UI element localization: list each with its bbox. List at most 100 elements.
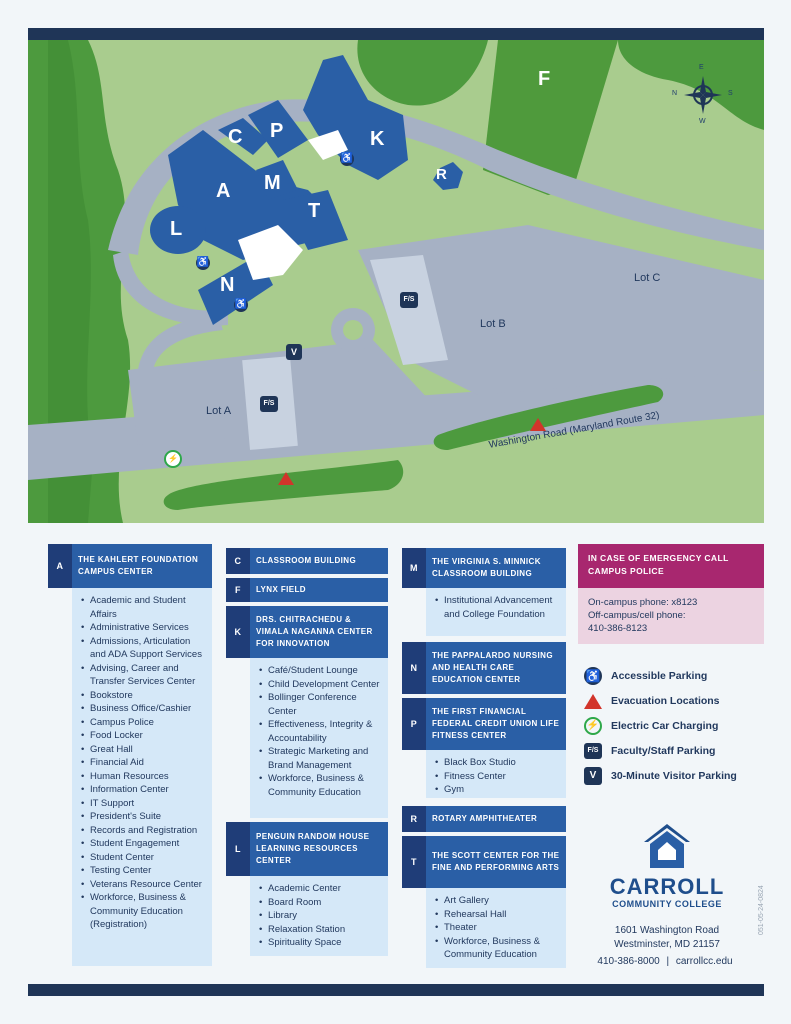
building-name: THE PAPPALARDO NURSING AND HEALTH CARE E…: [432, 651, 553, 684]
faculty-staff-parking-icon: F/S: [583, 741, 603, 761]
building-l-header[interactable]: L PENGUIN RANDOM HOUSE LEARNING RESOURCE…: [226, 822, 388, 876]
building-r-header[interactable]: R ROTARY AMPHITHEATER: [402, 806, 566, 832]
building-code: F: [226, 578, 250, 602]
building-label-r[interactable]: R: [436, 166, 447, 183]
evacuation-triangle-icon: [583, 691, 603, 711]
legend-visitor-parking: V 30-Minute Visitor Parking: [583, 766, 737, 786]
building-a-list: Academic and Student AffairsAdministrati…: [72, 588, 212, 966]
building-p-header[interactable]: P THE FIRST FINANCIAL FEDERAL CREDIT UNI…: [402, 698, 566, 750]
building-label-a[interactable]: A: [216, 180, 231, 202]
building-t-header[interactable]: T THE SCOTT CENTER FOR THE FINE AND PERF…: [402, 836, 566, 888]
visitor-parking-icon: V: [583, 766, 603, 786]
list-item: Great Hall: [81, 743, 208, 757]
logo-name: CARROLL: [609, 874, 725, 899]
logo-house-icon: [644, 824, 690, 868]
list-item: Child Development Center: [259, 678, 384, 692]
carroll-logo: CARROLL COMMUNITY COLLEGE: [592, 822, 742, 909]
emergency-title: IN CASE OF EMERGENCY CALL CAMPUS POLICE: [578, 544, 764, 588]
list-item: IT Support: [81, 797, 208, 811]
legend-accessible: ♿ Accessible Parking: [583, 666, 707, 686]
building-code: A: [48, 544, 72, 588]
list-item: Veterans Resource Center: [81, 878, 208, 892]
list-item: Theater: [435, 921, 562, 935]
visitor-parking-icon: V: [286, 344, 302, 360]
building-m-header[interactable]: M THE VIRGINIA S. MINNICK CLASSROOM BUIL…: [402, 548, 566, 588]
list-item: Administrative Services: [81, 621, 208, 635]
building-code: L: [226, 822, 250, 876]
building-code: K: [226, 606, 250, 658]
list-item: Student Center: [81, 851, 208, 865]
building-label-f[interactable]: F: [538, 68, 551, 90]
legend-label: Evacuation Locations: [611, 695, 720, 707]
building-n-header[interactable]: N THE PAPPALARDO NURSING AND HEALTH CARE…: [402, 642, 566, 694]
building-c-header[interactable]: C CLASSROOM BUILDING: [226, 548, 388, 574]
building-k-header[interactable]: K DRS. CHITRACHEDU & VIMALA NAGANNA CENT…: [226, 606, 388, 658]
building-name: LYNX FIELD: [256, 585, 306, 594]
building-name: THE VIRGINIA S. MINNICK CLASSROOM BUILDI…: [432, 557, 541, 578]
building-m-list: Institutional Advancement and College Fo…: [426, 588, 566, 636]
list-item: Workforce, Business & Community Educatio…: [435, 935, 562, 962]
website-link[interactable]: carrollcc.edu: [675, 956, 733, 967]
list-item: President's Suite: [81, 810, 208, 824]
list-item: Financial Aid: [81, 756, 208, 770]
list-item: Workforce, Business & Community Educatio…: [81, 891, 208, 932]
legend-label: Electric Car Charging: [611, 720, 719, 732]
accessible-parking-icon: ♿: [196, 256, 210, 270]
evacuation-triangle-icon: [530, 418, 546, 431]
building-label-c[interactable]: C: [228, 126, 243, 148]
contact-line: 410-386-8000 | carrollcc.edu: [580, 956, 750, 967]
compass-n: N: [672, 90, 678, 97]
compass-rose-icon: [684, 76, 722, 114]
emergency-info: On-campus phone: x8123 Off-campus/cell p…: [578, 588, 764, 644]
list-item: Bollinger Conference Center: [259, 691, 384, 718]
electric-car-charging-icon: ⚡: [583, 716, 603, 736]
building-label-k[interactable]: K: [370, 128, 385, 150]
building-name: THE FIRST FINANCIAL FEDERAL CREDIT UNION…: [432, 707, 560, 740]
address: 1601 Washington Road Westminster, MD 211…: [592, 924, 742, 952]
building-t-list: Art GalleryRehearsal HallTheaterWorkforc…: [426, 888, 566, 968]
list-item: Rehearsal Hall: [435, 908, 562, 922]
bottom-bar: [28, 984, 764, 996]
separator: |: [666, 956, 670, 967]
accessible-parking-icon: ♿: [584, 667, 602, 685]
building-name: THE SCOTT CENTER FOR THE FINE AND PERFOR…: [432, 851, 560, 872]
building-code: C: [226, 548, 250, 574]
list-item: Gym: [435, 783, 562, 797]
building-label-m[interactable]: M: [264, 172, 281, 194]
list-item: Board Room: [259, 896, 384, 910]
campus-map: F K P C M A T L N R Lot A Lot B Lot C Wa…: [28, 40, 764, 523]
list-item: Spirituality Space: [259, 936, 384, 950]
building-label-p[interactable]: P: [270, 120, 284, 142]
address-line-1: 1601 Washington Road: [614, 925, 720, 936]
list-item: Food Locker: [81, 729, 208, 743]
building-name: PENGUIN RANDOM HOUSE LEARNING RESOURCES …: [256, 832, 370, 865]
off-campus-number[interactable]: 410-386-8123: [588, 623, 648, 634]
building-f-header[interactable]: F LYNX FIELD: [226, 578, 388, 602]
legend-label: 30-Minute Visitor Parking: [611, 770, 737, 782]
list-item: Relaxation Station: [259, 923, 384, 937]
list-item: Strategic Marketing and Brand Management: [259, 745, 384, 772]
logo-subname: COMMUNITY COLLEGE: [612, 899, 722, 909]
compass-e: E: [699, 64, 704, 71]
main-phone[interactable]: 410-386-8000: [597, 956, 660, 967]
building-label-t[interactable]: T: [308, 200, 321, 222]
top-bar: [28, 28, 764, 40]
building-name: CLASSROOM BUILDING: [256, 556, 357, 565]
building-name: THE KAHLERT FOUNDATION CAMPUS CENTER: [78, 555, 199, 576]
off-campus-label: Off-campus/cell phone:: [588, 610, 686, 621]
legend-label: Faculty/Staff Parking: [611, 745, 716, 757]
list-item: Fitness Center: [435, 770, 562, 784]
building-label-n[interactable]: N: [220, 274, 235, 296]
building-a-header[interactable]: A THE KAHLERT FOUNDATION CAMPUS CENTER: [48, 544, 212, 588]
building-label-l[interactable]: L: [170, 218, 183, 240]
list-item: Records and Registration: [81, 824, 208, 838]
building-k-list: Café/Student LoungeChild Development Cen…: [250, 658, 388, 818]
building-code: N: [402, 642, 426, 694]
legend-charging: ⚡ Electric Car Charging: [583, 716, 718, 736]
list-item: Bookstore: [81, 689, 208, 703]
list-item: Business Office/Cashier: [81, 702, 208, 716]
compass-w: W: [699, 118, 706, 125]
list-item: Black Box Studio: [435, 756, 562, 770]
list-item: Art Gallery: [435, 894, 562, 908]
list-item: Café/Student Lounge: [259, 664, 384, 678]
